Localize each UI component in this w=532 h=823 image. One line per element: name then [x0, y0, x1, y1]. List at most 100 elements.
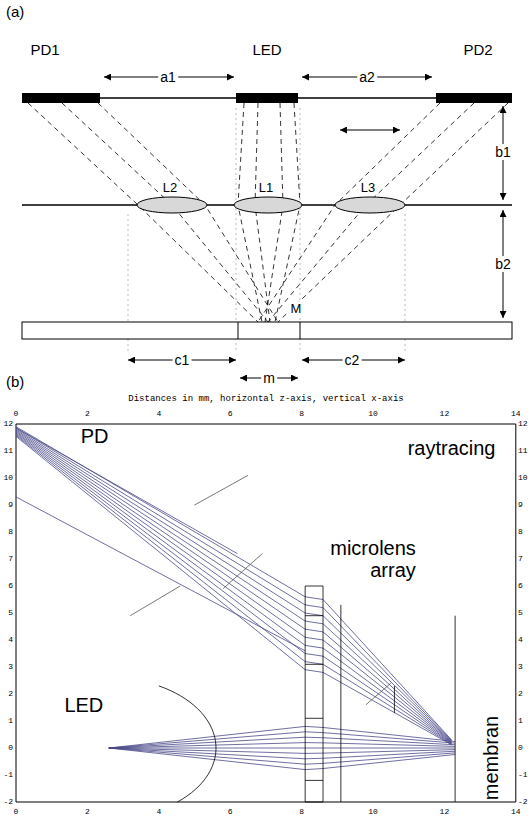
dimension-label: b1 [493, 144, 513, 160]
lens-symbol [137, 197, 207, 213]
panel-letter: (b) [6, 373, 24, 390]
axis-tick: 8 [8, 527, 13, 536]
pd-ray [16, 431, 452, 742]
axis-tick: 4 [518, 635, 523, 644]
dimension-label: m [261, 370, 277, 386]
detector-bar [22, 93, 100, 103]
axis-tick: 11 [518, 446, 528, 455]
dimension-label: a2 [357, 69, 377, 85]
axis-tick: 2 [8, 689, 13, 698]
axis-tick: 12 [440, 409, 450, 418]
pd-ray [16, 427, 452, 745]
component-label: LED [64, 693, 103, 716]
light-ray [258, 103, 440, 322]
microlens-array [305, 586, 323, 802]
axis-tick: 10 [518, 473, 528, 482]
axis-tick: 4 [156, 409, 161, 418]
pd-ray [16, 497, 305, 651]
ball-lens-arc [159, 686, 216, 802]
microlens-array [305, 615, 323, 616]
axis-tick: 0 [518, 743, 523, 752]
microlens-array [305, 718, 323, 719]
aperture-line [340, 605, 341, 802]
light-ray [278, 103, 508, 322]
part-label: PD2 [463, 41, 492, 58]
guide-line [236, 108, 237, 352]
axis-tick: 1 [518, 716, 523, 725]
light-ray [98, 103, 278, 322]
point-label: M [289, 302, 304, 317]
led-ray [109, 748, 455, 753]
aperture-line [394, 686, 395, 713]
dimension-label: c2 [343, 352, 362, 368]
microlens-array [305, 780, 323, 781]
pd-ray [16, 435, 452, 744]
axis-tick: 6 [228, 807, 233, 816]
clutter-line [195, 475, 249, 505]
axis-tick: 14 [511, 409, 521, 418]
axis-tick: 10 [3, 473, 13, 482]
pd-ray [16, 428, 237, 554]
axis-tick: 7 [518, 554, 523, 563]
axis-tick: 2 [85, 409, 90, 418]
axis-tick: 5 [518, 608, 523, 617]
axis-tick: 6 [8, 581, 13, 590]
lens-symbol [234, 197, 302, 213]
axis-tick: 9 [8, 500, 13, 509]
axis-tick: 8 [299, 807, 304, 816]
axis-tick: 10 [368, 409, 378, 418]
axis-tick: 2 [85, 807, 90, 816]
membrane-bar [22, 322, 512, 339]
light-ray [28, 103, 258, 322]
led-ray [109, 748, 455, 764]
microlens-array [305, 664, 323, 665]
detector-bar [22, 93, 512, 103]
clutter-line [130, 586, 180, 616]
light-ray [62, 103, 268, 322]
axis-tick: 8 [518, 527, 523, 536]
light-ray [28, 103, 508, 322]
dimension-label: a1 [158, 69, 178, 85]
guide-line [128, 108, 405, 352]
axis-tick: 0 [8, 743, 13, 752]
axis-tick: 3 [8, 662, 13, 671]
membrane-bar [22, 322, 512, 339]
axis-tick: 12 [518, 419, 528, 428]
axis-tick: -2 [3, 797, 13, 806]
pd-ray [16, 432, 452, 742]
pd-ray [16, 433, 452, 743]
component-label: PD [81, 425, 109, 448]
axis-tick: 11 [3, 446, 13, 455]
axis-tick: 8 [299, 409, 304, 418]
clutter-line [130, 475, 391, 705]
plot-frame [16, 424, 516, 802]
axis-tick: 6 [518, 581, 523, 590]
dimension-arrow [104, 77, 503, 378]
lens-label: L1 [259, 181, 273, 196]
microlens-array [305, 586, 323, 802]
axis-tick: 5 [8, 608, 13, 617]
led-ray [109, 732, 455, 748]
light-ray [268, 103, 474, 322]
led-ray [109, 726, 455, 748]
axis-tick: 0 [14, 807, 19, 816]
led-ray [109, 726, 455, 769]
dimension-arrow [340, 130, 400, 131]
pd-ray [16, 428, 452, 741]
axis-tick: 12 [440, 807, 450, 816]
axis-tick: 10 [368, 807, 378, 816]
membrane-line [455, 616, 456, 802]
lens-symbol [137, 197, 405, 213]
axis-tick: 1 [8, 716, 13, 725]
part-label: LED [252, 41, 281, 58]
pd-ray [16, 436, 452, 744]
led-ray [109, 748, 455, 770]
dimension-label: c1 [173, 352, 192, 368]
membrane-bar [238, 322, 239, 339]
panel-letter: (a) [6, 3, 24, 20]
component-label: membran [479, 716, 502, 800]
axis-tick: 0 [14, 409, 19, 418]
axis-tick: 4 [8, 635, 13, 644]
lens-label: L2 [163, 181, 177, 196]
